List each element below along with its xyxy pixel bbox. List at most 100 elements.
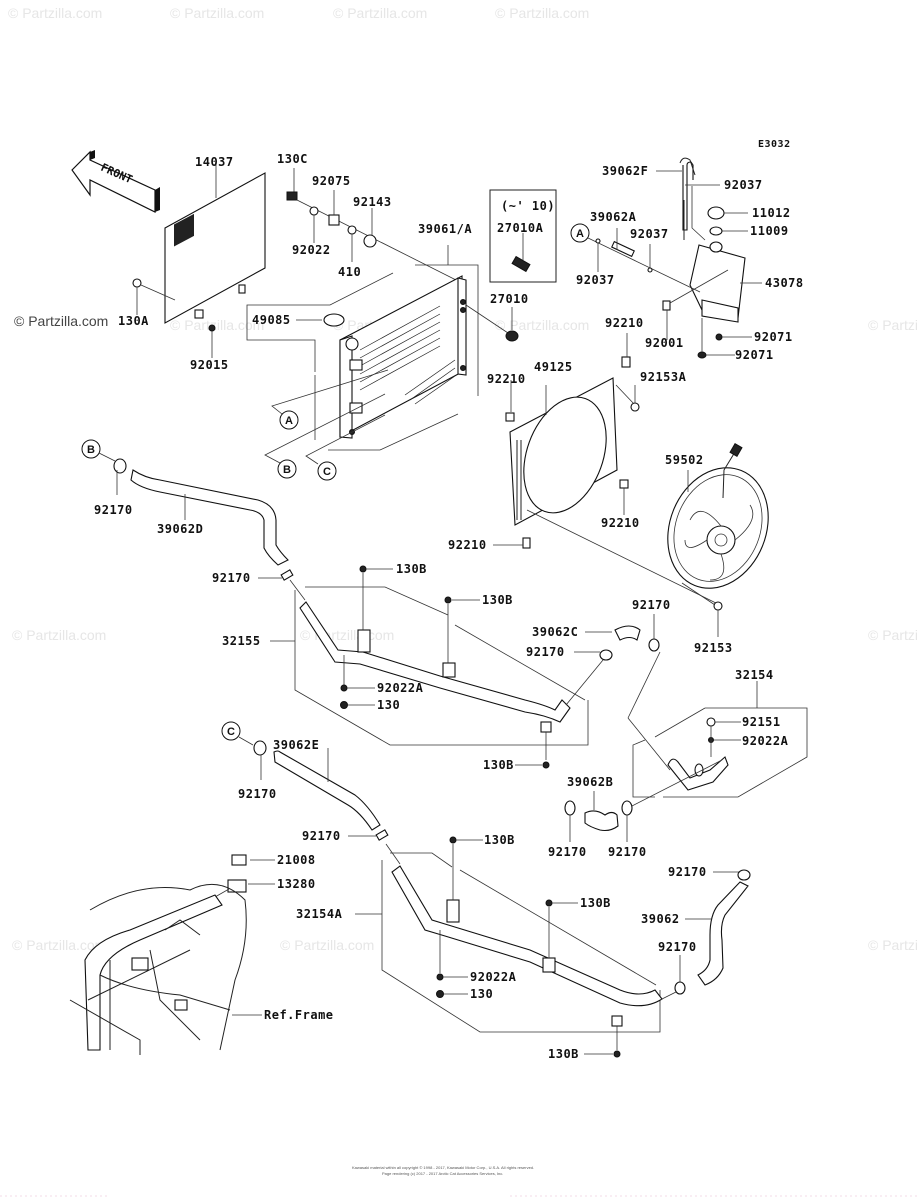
fan-shroud bbox=[493, 333, 721, 606]
part-label-13280[interactable]: 13280 bbox=[277, 877, 316, 891]
watermark: © Partzilla.com bbox=[868, 627, 917, 643]
part-label-130B-b[interactable]: 130B bbox=[482, 593, 513, 607]
part-label-39062E[interactable]: 39062E bbox=[273, 738, 319, 752]
radiator-mount-fasteners bbox=[286, 168, 461, 283]
part-label-27010[interactable]: 27010 bbox=[490, 292, 529, 306]
part-label-39062A[interactable]: 39062A bbox=[590, 210, 637, 224]
part-label-39062[interactable]: 39062 bbox=[641, 912, 680, 926]
part-label-43078[interactable]: 43078 bbox=[765, 276, 804, 290]
part-label-92022[interactable]: 92022 bbox=[292, 243, 331, 257]
watermark: © Partzilla.com bbox=[333, 5, 427, 21]
part-label-39062F[interactable]: 39062F bbox=[602, 164, 648, 178]
frame-reference bbox=[69, 883, 262, 1055]
part-label-49125[interactable]: 49125 bbox=[534, 360, 573, 374]
part-label-92037-right[interactable]: 92037 bbox=[630, 227, 669, 241]
footer-rendering: Page rendering (c) 2017 - 2017 Arctic Ca… bbox=[382, 1171, 503, 1176]
part-label-92170-E-end[interactable]: 92170 bbox=[302, 829, 341, 843]
part-label-92170-D-end[interactable]: 92170 bbox=[212, 571, 251, 585]
part-label-92170-C[interactable]: 92170 bbox=[526, 645, 565, 659]
part-label-32154A[interactable]: 32154A bbox=[296, 907, 343, 921]
part-label-92170-B[interactable]: 92170 bbox=[94, 503, 133, 517]
part-label-130-b[interactable]: 130 bbox=[470, 987, 493, 1001]
part-label-92153A[interactable]: 92153A bbox=[640, 370, 687, 384]
part-label-39062B[interactable]: 39062B bbox=[567, 775, 613, 789]
hose-39062C bbox=[565, 614, 660, 706]
part-label-92210-right[interactable]: 92210 bbox=[601, 516, 640, 530]
reference-callouts bbox=[264, 369, 459, 465]
part-label-130-a[interactable]: 130 bbox=[377, 698, 400, 712]
hose-39062 bbox=[659, 869, 751, 1001]
ref-frame-label[interactable]: Ref.Frame bbox=[264, 1008, 334, 1022]
part-label-410[interactable]: 410 bbox=[338, 265, 361, 279]
part-label-92210-left[interactable]: 92210 bbox=[487, 372, 526, 386]
variant-box-label: (~' 10) bbox=[501, 199, 555, 213]
part-label-130B-a[interactable]: 130B bbox=[396, 562, 427, 576]
part-label-92071-upper[interactable]: 92071 bbox=[754, 330, 793, 344]
pipe-32155 bbox=[270, 565, 589, 769]
part-label-92210-bottom[interactable]: 92210 bbox=[448, 538, 487, 552]
part-label-92170-top[interactable]: 92170 bbox=[668, 865, 707, 879]
part-label-92170-B-right[interactable]: 92170 bbox=[608, 845, 647, 859]
watermark: © Partzilla.com bbox=[12, 627, 106, 643]
watermark: © Partzilla.com bbox=[8, 5, 102, 21]
part-label-92022A-a[interactable]: 92022A bbox=[377, 681, 424, 695]
part-label-14037[interactable]: 14037 bbox=[195, 155, 234, 169]
part-label-92153[interactable]: 92153 bbox=[694, 641, 733, 655]
callout-A-tank: A bbox=[570, 223, 590, 243]
watermark: © Partzilla.com bbox=[868, 937, 917, 953]
svg-text:B: B bbox=[283, 464, 291, 476]
front-arrow-icon: FRONT bbox=[71, 150, 160, 213]
overflow-hose bbox=[585, 228, 729, 340]
variant-box: (~' 10) bbox=[489, 189, 557, 283]
svg-text:C: C bbox=[227, 726, 235, 738]
part-label-130A[interactable]: 130A bbox=[118, 314, 149, 328]
part-label-130B-e[interactable]: 130B bbox=[580, 896, 611, 910]
part-label-92151[interactable]: 92151 bbox=[742, 715, 781, 729]
footer-copyright: Kawasaki material within all copyright ©… bbox=[352, 1165, 534, 1170]
part-label-21008[interactable]: 21008 bbox=[277, 853, 316, 867]
part-label-92037-left[interactable]: 92037 bbox=[576, 273, 615, 287]
watermark: © Partzilla.com bbox=[868, 317, 917, 333]
part-label-92170-bottom[interactable]: 92170 bbox=[658, 940, 697, 954]
svg-text:C: C bbox=[323, 466, 331, 478]
part-label-39062C[interactable]: 39062C bbox=[532, 625, 578, 639]
part-label-92170-B-left[interactable]: 92170 bbox=[548, 845, 587, 859]
watermarks: © Partzilla.com © Partzilla.com © Partzi… bbox=[8, 5, 917, 953]
part-label-32154[interactable]: 32154 bbox=[735, 668, 774, 682]
cooling-fan bbox=[667, 442, 769, 637]
callout-B: B bbox=[277, 459, 297, 479]
part-label-92071-lower[interactable]: 92071 bbox=[735, 348, 774, 362]
part-label-130B-d[interactable]: 130B bbox=[484, 833, 515, 847]
part-label-11009[interactable]: 11009 bbox=[750, 224, 789, 238]
part-label-39061A[interactable]: 39061/A bbox=[418, 222, 472, 236]
reservoir-tank bbox=[679, 157, 762, 359]
part-label-39062D[interactable]: 39062D bbox=[157, 522, 203, 536]
part-label-49085[interactable]: 49085 bbox=[252, 313, 291, 327]
hose-39062D: B bbox=[81, 439, 294, 581]
part-label-92037-top[interactable]: 92037 bbox=[724, 178, 763, 192]
part-label-92170-fan[interactable]: 92170 bbox=[632, 598, 671, 612]
part-label-92075[interactable]: 92075 bbox=[312, 174, 351, 188]
part-label-92022A-b[interactable]: 92022A bbox=[742, 734, 789, 748]
watermark: © Partzilla.com bbox=[280, 937, 374, 953]
pipe-32154A bbox=[355, 836, 663, 1058]
part-label-92143[interactable]: 92143 bbox=[353, 195, 392, 209]
part-label-92015[interactable]: 92015 bbox=[190, 358, 229, 372]
part-label-11012[interactable]: 11012 bbox=[752, 206, 791, 220]
part-label-92170-C-left[interactable]: 92170 bbox=[238, 787, 277, 801]
part-label-130C[interactable]: 130C bbox=[277, 152, 308, 166]
part-label-130B-f[interactable]: 130B bbox=[548, 1047, 579, 1061]
part-label-32155[interactable]: 32155 bbox=[222, 634, 261, 648]
part-label-59502[interactable]: 59502 bbox=[665, 453, 704, 467]
callout-C: C bbox=[317, 461, 337, 481]
watermark: © Partzilla.com bbox=[170, 317, 264, 333]
part-label-92022A-c[interactable]: 92022A bbox=[470, 970, 517, 984]
hose-39062E: C bbox=[221, 721, 389, 841]
part-label-27010A[interactable]: 27010A bbox=[497, 221, 544, 235]
watermark: © Partzilla.com bbox=[170, 5, 264, 21]
thermo-switch bbox=[465, 304, 519, 342]
part-label-130B-c[interactable]: 130B bbox=[483, 758, 514, 772]
part-label-92210-top[interactable]: 92210 bbox=[605, 316, 644, 330]
svg-text:A: A bbox=[285, 415, 293, 427]
part-label-92001[interactable]: 92001 bbox=[645, 336, 684, 350]
